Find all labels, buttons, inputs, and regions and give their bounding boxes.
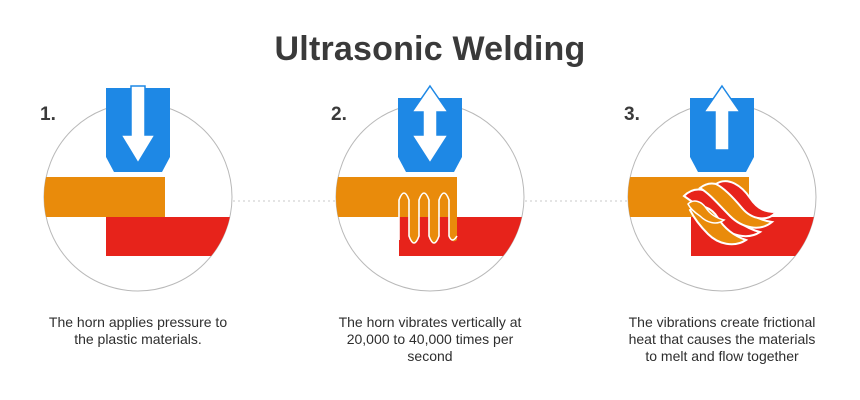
step-1-top-material (44, 177, 165, 217)
step-1-caption: The horn applies pressure to the plastic… (48, 314, 228, 347)
vibration-zone (399, 190, 457, 243)
step-3-caption: The vibrations create frictional heat th… (628, 314, 816, 364)
step-2-illustration (335, 84, 525, 292)
step-2-caption: The horn vibrates vertically at 20,000 t… (338, 314, 522, 364)
step-1-number: 1. (40, 104, 56, 125)
step-2-number: 2. (331, 104, 347, 125)
vibration-wave (398, 192, 458, 244)
up-arrow-icon (702, 84, 742, 151)
step-1-illustration (43, 85, 233, 292)
down-arrow-icon (119, 85, 157, 165)
step-1-bottom-material (106, 217, 232, 256)
melt-flow-icon (682, 180, 779, 246)
up-down-arrow-icon (410, 84, 450, 165)
step-3-illustration (627, 84, 817, 292)
step-3-number: 3. (624, 104, 640, 125)
step-2-bottom-material (399, 217, 524, 256)
page-title: Ultrasonic Welding (274, 30, 586, 68)
